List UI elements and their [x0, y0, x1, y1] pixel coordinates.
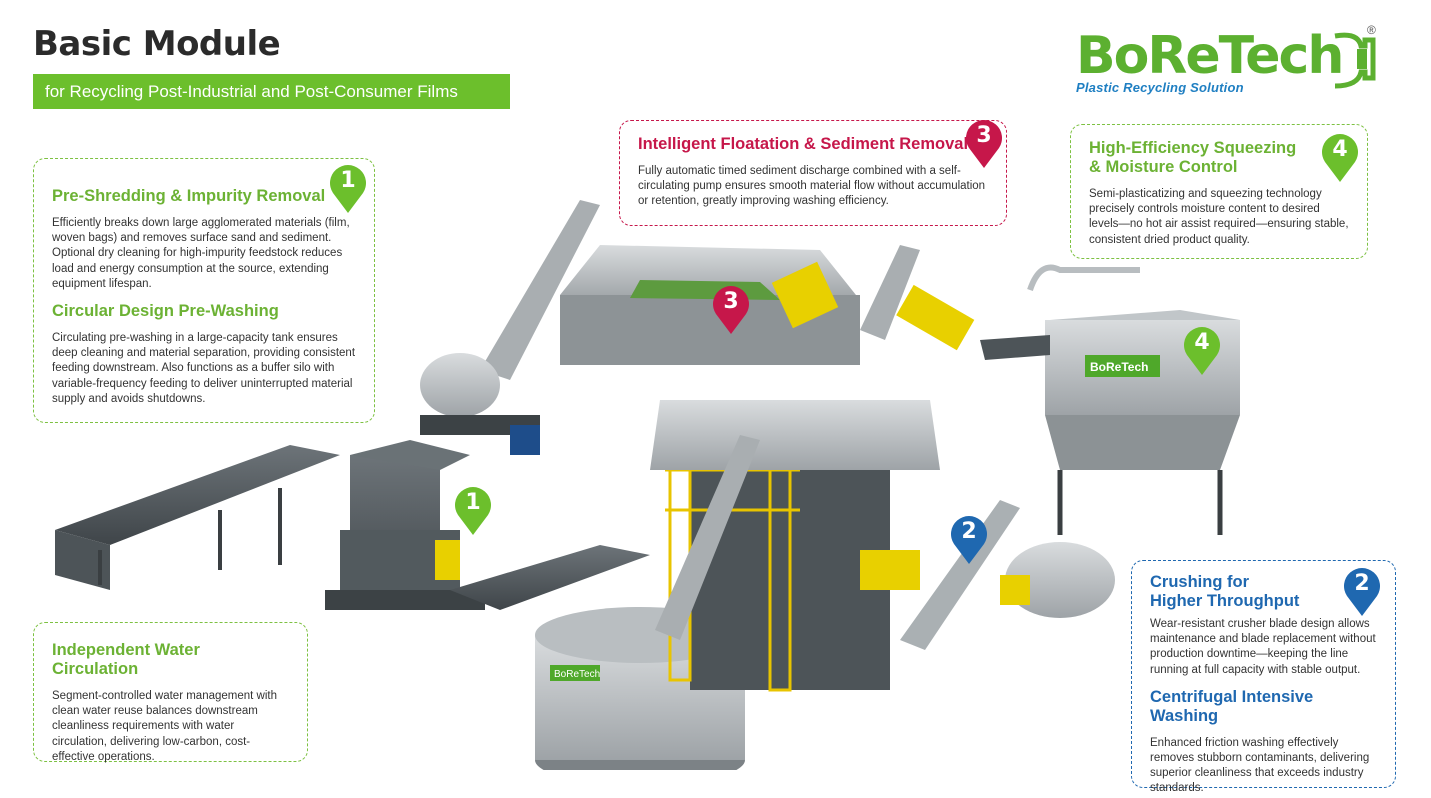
brand-logo: BoReTech Plastic Recycling Solution ® [1073, 22, 1383, 100]
tank-brand-label: BoReTech [554, 669, 600, 680]
callout-pin-4: 4 [1319, 132, 1361, 184]
logo-tagline: Plastic Recycling Solution [1076, 80, 1244, 95]
friction-washer [860, 500, 1115, 650]
callout-title-secondary: Circular Design Pre-Washing [52, 302, 279, 321]
infeed-conveyor [55, 445, 340, 590]
dryer-brand-label: BoReTech [1090, 360, 1148, 374]
pin-marker-icon [1344, 568, 1380, 616]
screw-press [860, 245, 1050, 360]
pin-marker-icon [330, 165, 366, 213]
callout-title-line2: Higher Throughput [1150, 592, 1300, 610]
callout-title-line1: High-Efficiency Squeezing [1089, 139, 1297, 157]
pin-marker-icon [455, 487, 491, 535]
page-subtitle: for Recycling Post-Industrial and Post-C… [33, 74, 510, 109]
dry-cleaning-drum [420, 353, 540, 455]
callout-pin-2: 2 [1341, 566, 1383, 618]
logo-wordmark: BoReTech [1076, 26, 1344, 86]
callout-text: Fully automatic timed sediment discharge… [638, 165, 986, 208]
callout-crushing: Crushing for Higher Throughput Wear-resi… [1131, 560, 1396, 794]
callout-pin-1: 1 [327, 163, 369, 215]
pin-marker-icon [966, 120, 1002, 168]
machine-pin-2: 2 [948, 514, 990, 566]
logo-bottle-outline-icon [1334, 32, 1376, 89]
transfer-conveyor [450, 545, 650, 610]
recycling-line-illustration: BoReTech BoReTech [55, 200, 1240, 770]
pin-marker-icon [713, 286, 749, 334]
floatation-tank [560, 245, 860, 365]
callout-title-line2: & Moisture Control [1089, 158, 1238, 176]
page-title: Basic Module [33, 24, 281, 64]
callout-text: Efficiently breaks down large agglomerat… [52, 217, 350, 290]
callout-title: Pre-Shredding & Impurity Removal [52, 187, 326, 205]
callout-text: Segment-controlled water management with… [52, 690, 278, 763]
pin-marker-icon [1322, 134, 1358, 182]
callout-squeezing: High-Efficiency Squeezing & Moisture Con… [1070, 124, 1368, 259]
pre-shredder [325, 440, 485, 610]
callout-title-secondary: Centrifugal Intensive Washing [1150, 687, 1314, 725]
back-incline-conveyor [480, 200, 600, 380]
callout-text: Wear-resistant crusher blade design allo… [1150, 618, 1376, 676]
callout-title: Independent Water Circulation [52, 641, 200, 678]
callout-text-secondary: Circulating pre-washing in a large-capac… [52, 332, 356, 405]
incline-conveyor [655, 435, 760, 640]
callout-floatation: Intelligent Floatation & Sediment Remova… [619, 120, 1007, 226]
callout-text: Semi-plasticatizing and squeezing techno… [1089, 188, 1349, 246]
machine-pin-1: 1 [452, 485, 494, 537]
registered-mark: ® [1367, 23, 1376, 37]
machine-pin-3: 3 [710, 284, 752, 336]
callout-title-line1: Crushing for [1150, 573, 1249, 591]
squeezing-dryer: BoReTech [1027, 264, 1240, 535]
callout-pre-shredding: Pre-Shredding & Impurity Removal Efficie… [33, 158, 375, 423]
callout-pin-3: 3 [963, 118, 1005, 170]
callout-title: Crushing for Higher Throughput [1150, 573, 1377, 611]
pin-marker-icon [951, 516, 987, 564]
callout-title: Intelligent Floatation & Sediment Remova… [638, 135, 969, 153]
pin-marker-icon [1184, 327, 1220, 375]
callout-text-secondary: Enhanced friction washing effectively re… [1150, 736, 1370, 795]
callout-water-circulation: Independent Water Circulation Segment-co… [33, 622, 308, 763]
callout-title: High-Efficiency Squeezing & Moisture Con… [1089, 139, 1349, 177]
machine-pin-4: 4 [1181, 325, 1223, 377]
